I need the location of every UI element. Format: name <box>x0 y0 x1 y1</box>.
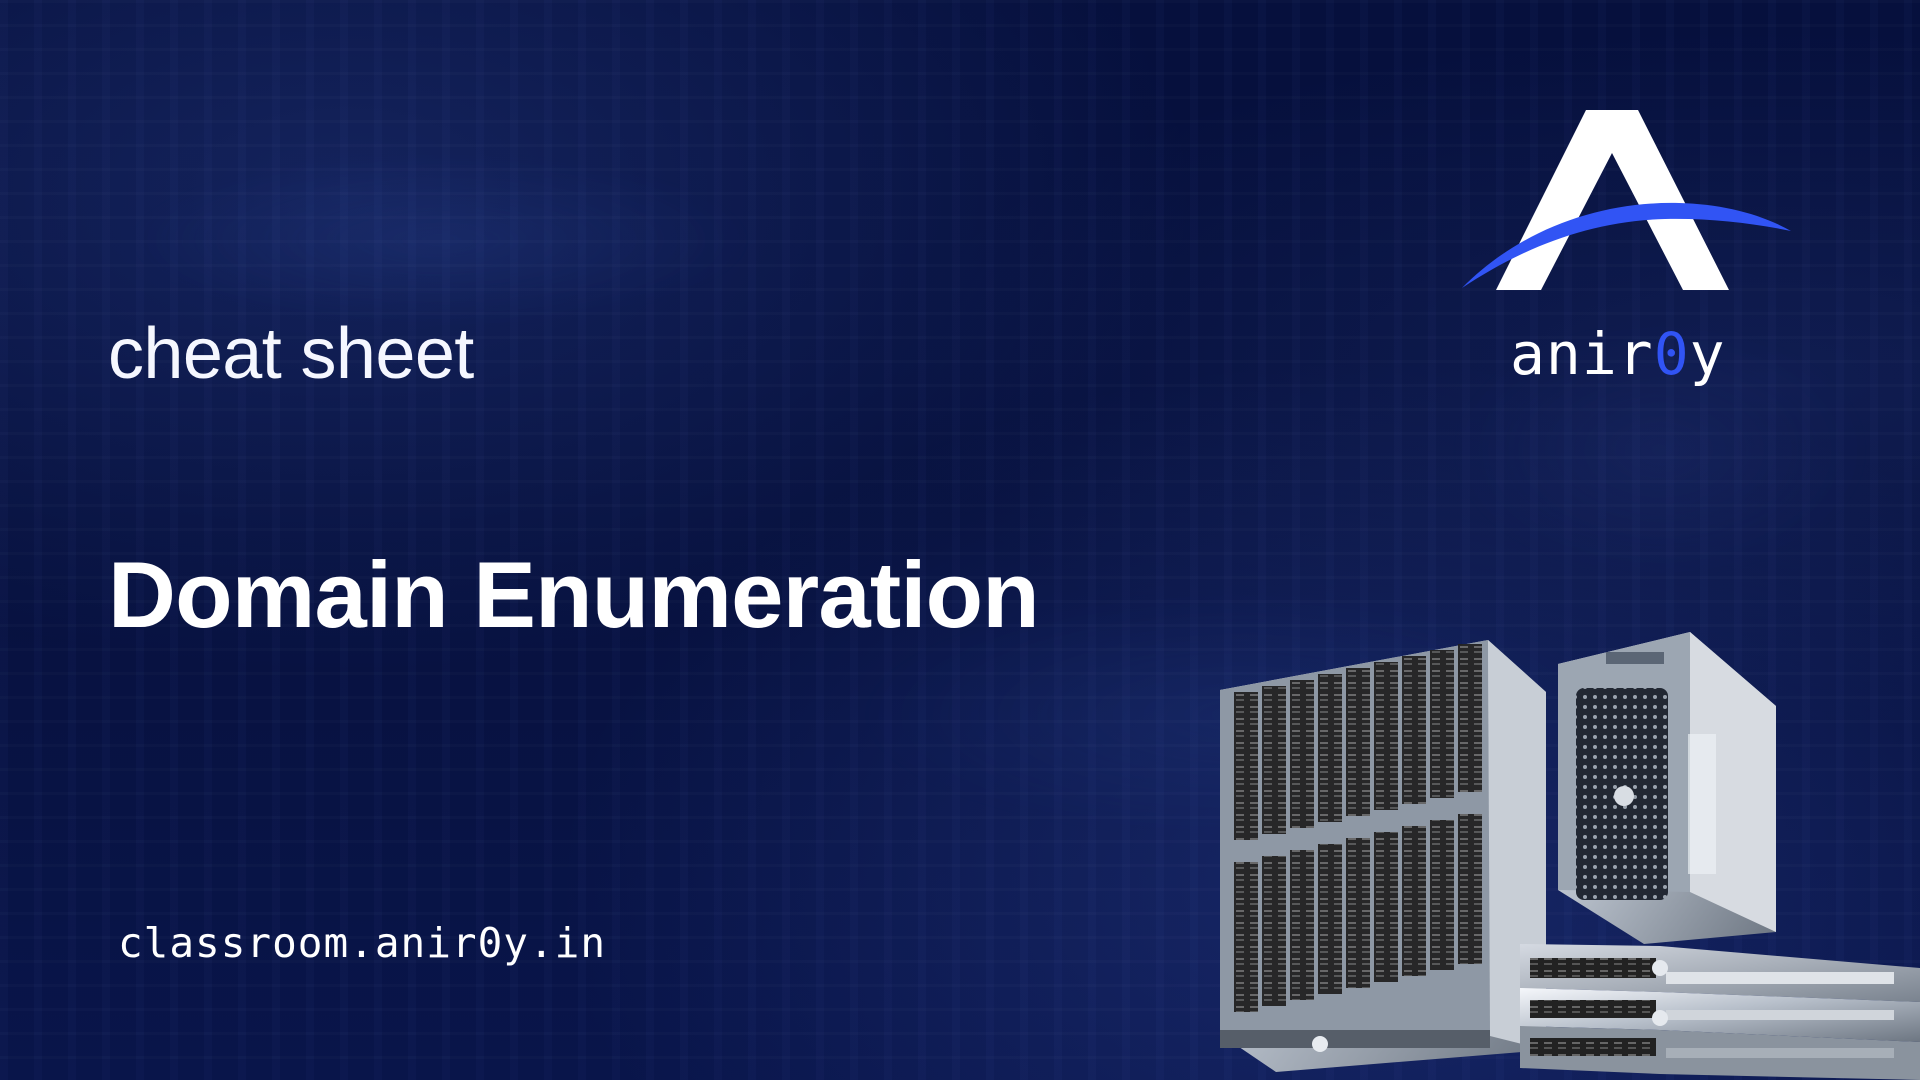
a-logo-icon <box>1462 110 1791 290</box>
server-hardware-image <box>1220 632 1920 1080</box>
footer-url: classroom.anir0y.in <box>118 919 606 967</box>
background-glow-right <box>1450 320 1870 580</box>
tower-server <box>1558 632 1776 944</box>
blade-chassis <box>1220 640 1546 1072</box>
page-title: Domain Enumeration <box>108 542 1040 647</box>
brand-name: anir0y <box>1510 325 1726 383</box>
rack-servers <box>1520 944 1920 1080</box>
brand-logo-block: anir0y <box>1460 100 1800 400</box>
brand-name-prefix: anir <box>1510 320 1654 388</box>
background-glow-top-left <box>120 150 760 330</box>
brand-name-zero: 0 <box>1653 320 1690 388</box>
brand-name-suffix: y <box>1689 320 1726 388</box>
subtitle: cheat sheet <box>108 314 474 394</box>
